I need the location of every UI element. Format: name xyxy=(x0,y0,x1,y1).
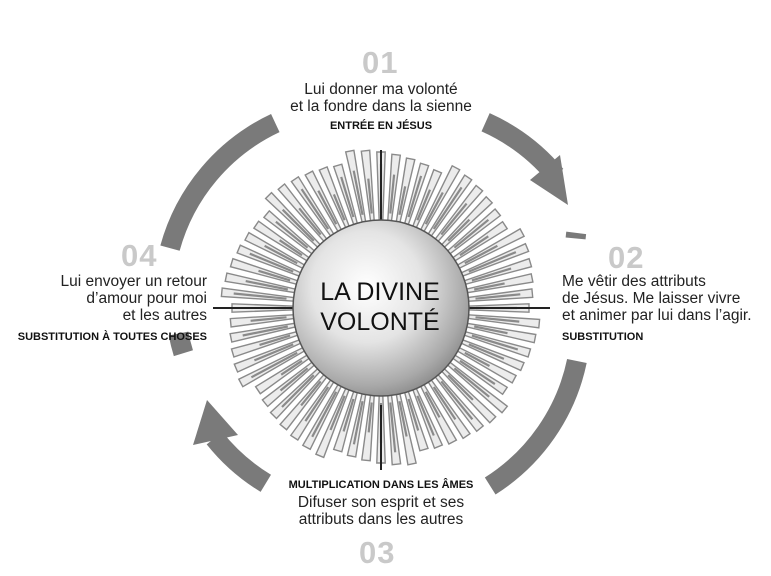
arc-top-left xyxy=(160,114,280,251)
ray-stripe xyxy=(304,386,330,422)
ray-stripe xyxy=(475,316,520,323)
ray-stripe xyxy=(464,244,498,265)
ray-stripe xyxy=(389,402,397,453)
arrow-head-top-right xyxy=(530,155,568,205)
ray-stripe xyxy=(281,374,315,408)
ray-stripe xyxy=(432,386,457,421)
step-2-description: Me vêtir des attributs de Jésus. Me lais… xyxy=(562,273,767,324)
ray-stripe xyxy=(407,175,423,218)
ray-stripe xyxy=(416,189,432,221)
ray-stripe xyxy=(311,391,338,438)
ray-stripe xyxy=(329,395,346,431)
ray-stripe xyxy=(453,367,490,398)
arrow-head-bottom-left xyxy=(193,400,238,445)
arc-right-lower xyxy=(484,358,587,495)
step-1-description: Lui donner ma volonté et la fondre dans … xyxy=(258,81,504,115)
ray-stripe xyxy=(300,188,330,230)
step-2-stage-label: SUBSTITUTION xyxy=(562,331,644,343)
ray-stripe xyxy=(459,235,489,257)
ray-stripe xyxy=(440,202,468,236)
arc-bottom-left xyxy=(206,431,272,492)
ray-stripe xyxy=(275,220,309,249)
ray-stripe xyxy=(398,186,407,216)
ray-stripe xyxy=(447,218,471,242)
step-2-desc-line-2: de Jésus. Me laisser vivre xyxy=(562,290,741,307)
ray-stripe xyxy=(398,400,408,437)
ray-stripe xyxy=(245,280,289,291)
ray-stripe xyxy=(416,395,435,436)
ray-stripe xyxy=(471,267,512,282)
arc-left xyxy=(168,331,193,357)
ray-stripe xyxy=(475,293,521,300)
ray-stripe xyxy=(242,325,289,337)
ray-stripe xyxy=(473,325,508,335)
ray-stripe xyxy=(424,391,441,418)
ray-stripe xyxy=(233,292,287,300)
ray-stripe xyxy=(453,218,490,249)
ray-stripe xyxy=(279,367,309,392)
ray-stripe xyxy=(317,190,338,225)
ray-stripe xyxy=(258,269,291,282)
step-3-description: Difuser son esprit et ses attributs dans… xyxy=(270,494,492,528)
step-3-desc-line-1: Difuser son esprit et ses xyxy=(297,494,465,511)
center-title-line-2: VOLONTÉ xyxy=(320,308,440,336)
ray-stripe xyxy=(447,374,474,401)
ray-stripe xyxy=(280,359,303,376)
step-4-desc-line-2: d’amour pour moi xyxy=(86,290,207,307)
center-title: LA DIVINE VOLONTÉ xyxy=(300,277,460,337)
axis-lines xyxy=(213,150,550,470)
ray-stripe xyxy=(300,380,322,407)
step-2-number: 02 xyxy=(608,240,645,275)
step-2-desc-line-3: et animer par lui dans l’agir. xyxy=(562,307,752,324)
ray-stripe xyxy=(298,207,322,236)
ray-stripe xyxy=(250,351,298,379)
step-3-stage-label: MULTIPLICATION DANS LES ÂMES xyxy=(288,479,474,491)
step-4-desc-line-3: et les autres xyxy=(122,307,207,324)
step-4-number: 04 xyxy=(121,238,158,273)
ray-stripe xyxy=(259,334,291,346)
ray-stripe xyxy=(367,402,373,433)
step-1-desc-line-2: et la fondre dans la sienne xyxy=(290,98,472,115)
ray-stripe xyxy=(473,282,505,291)
central-sphere xyxy=(292,219,470,397)
radiating-rays xyxy=(220,149,541,466)
step-1-desc-line-1: Lui donner ma volonté xyxy=(304,81,458,98)
ray-stripe xyxy=(340,176,355,218)
ray-stripe xyxy=(264,244,298,265)
ray-stripe xyxy=(468,343,505,360)
ray-stripe xyxy=(440,380,474,420)
ray-stripe xyxy=(432,186,463,230)
ray-stripe xyxy=(389,174,396,214)
step-2-desc-line-1: Me vêtir des attributs xyxy=(562,273,706,290)
step-1-stage-label: ENTRÉE EN JÉSUS xyxy=(329,120,433,132)
step-3-desc-line-2: attributs dans les autres xyxy=(298,511,464,528)
step-3-number: 03 xyxy=(359,535,396,570)
ray-stripe xyxy=(278,239,303,257)
step-4-stage-label: SUBSTITUTION À TOUTES CHOSES xyxy=(17,331,207,343)
step-4-description: Lui envoyer un retour d’amour pour moi e… xyxy=(8,273,207,324)
ray-stripe xyxy=(250,316,287,322)
step-4-desc-line-1: Lui envoyer un retour xyxy=(60,273,207,290)
ray-stripe xyxy=(253,343,294,362)
center-title-line-1: LA DIVINE xyxy=(320,278,440,306)
ray-stripe xyxy=(468,251,517,273)
ray-stripe xyxy=(352,170,364,216)
ray-stripe xyxy=(424,191,444,225)
ray-stripe xyxy=(367,178,373,214)
ray-stripe xyxy=(342,398,355,432)
step-1-number: 01 xyxy=(362,45,399,80)
ray-stripe xyxy=(352,400,364,445)
ray-stripe xyxy=(249,252,294,273)
arc-right xyxy=(565,231,587,240)
arc-top-right xyxy=(481,113,564,182)
ray-stripe xyxy=(459,359,496,386)
ray-stripe xyxy=(471,334,519,351)
ray-stripe xyxy=(332,193,346,221)
ray-stripe xyxy=(464,351,491,367)
ray-stripe xyxy=(281,208,315,242)
ray-stripe xyxy=(407,398,420,431)
